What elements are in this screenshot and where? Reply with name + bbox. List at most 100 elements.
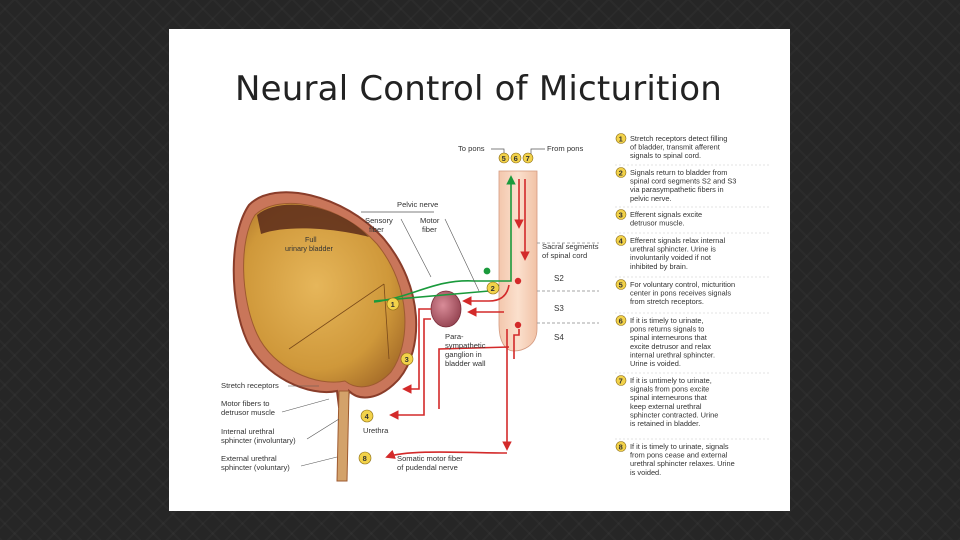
step-text-line: Signals return to bladder from bbox=[630, 168, 727, 177]
micturition-diagram: Full urinary bladder S2 S3 S4 bbox=[221, 133, 769, 482]
marker-2: 2 bbox=[486, 281, 500, 295]
sensory-fiber-label-2: fiber bbox=[369, 225, 384, 234]
marker-8: 8 bbox=[358, 451, 372, 465]
step-number: 7 bbox=[619, 376, 623, 385]
step-text-line: detrusor muscle. bbox=[630, 219, 685, 228]
motor-fiber-label-1: Motor bbox=[420, 216, 440, 225]
step-text-line: excite detrusor and relax bbox=[630, 342, 711, 351]
svg-text:7: 7 bbox=[526, 154, 530, 163]
svg-text:5: 5 bbox=[502, 154, 506, 163]
ganglion-label-3: ganglion in bbox=[445, 350, 482, 359]
somatic-motor-label-1: Somatic motor fiber bbox=[397, 454, 463, 463]
external-sphincter-label-1: External urethral bbox=[221, 454, 277, 463]
bladder-lumen-label-1: Full bbox=[305, 235, 317, 244]
svg-text:2: 2 bbox=[491, 284, 495, 293]
step-text-line: from stretch receptors. bbox=[630, 297, 704, 306]
spinal-cord bbox=[498, 170, 599, 352]
marker-7: 7 bbox=[522, 152, 534, 164]
step-text-line: Efferent signals excite bbox=[630, 210, 702, 219]
motor-fiber-label-2: fiber bbox=[422, 225, 437, 234]
marker-3: 3 bbox=[400, 352, 414, 366]
step-marker bbox=[615, 209, 627, 220]
step-text-line: spinal cord segments S2 and S3 bbox=[630, 177, 736, 186]
cord-segment-s3: S3 bbox=[554, 304, 564, 313]
motor-fibers-detrusor-label-2: detrusor muscle bbox=[221, 408, 275, 417]
step-number: 8 bbox=[619, 442, 623, 451]
step-marker bbox=[615, 235, 627, 246]
step-text-line: urethral sphincter. Urine is bbox=[630, 245, 716, 254]
slide-title: Neural Control of Micturition bbox=[235, 69, 722, 109]
marker-5: 5 bbox=[498, 152, 510, 164]
marker-1: 1 bbox=[386, 297, 400, 311]
step-text-line: If it is timely to urinate, signals bbox=[630, 442, 729, 451]
step-text-line: is retained in bladder. bbox=[630, 419, 700, 428]
step-marker bbox=[615, 441, 627, 452]
step-number: 6 bbox=[619, 316, 623, 325]
slide: Neural Control of Micturition bbox=[169, 29, 790, 511]
motor-fibers-detrusor-label-1: Motor fibers to bbox=[221, 399, 270, 408]
step-text-line: signals to spinal cord. bbox=[630, 151, 701, 160]
step-text-line: spinal interneurons that bbox=[630, 393, 707, 402]
sensory-fiber-label-1: Sensory bbox=[365, 216, 393, 225]
bladder bbox=[232, 191, 418, 482]
step-text-line: pelvic nerve. bbox=[630, 194, 672, 203]
step-text-line: If it is timely to urinate, bbox=[630, 316, 704, 325]
urethra-label: Urethra bbox=[363, 426, 389, 435]
bladder-lumen-label-2: urinary bladder bbox=[285, 244, 334, 253]
step-text-line: is voided. bbox=[630, 468, 661, 477]
stretch-receptors-label: Stretch receptors bbox=[221, 381, 279, 390]
svg-text:6: 6 bbox=[514, 154, 518, 163]
step-text-line: sphincter contracted. Urine bbox=[630, 410, 718, 419]
step-number: 4 bbox=[619, 236, 624, 245]
step-text-line: internal urethral sphincter. bbox=[630, 350, 715, 359]
step-text-line: If it is untimely to urinate, bbox=[630, 376, 712, 385]
step-text-line: inhibited by brain. bbox=[630, 262, 688, 271]
to-pons-label: To pons bbox=[458, 144, 485, 153]
step-marker bbox=[615, 375, 627, 386]
motor-pathway bbox=[385, 179, 530, 459]
ganglion-label-4: bladder wall bbox=[445, 359, 486, 368]
step-marker bbox=[615, 315, 627, 326]
step-text-line: urethral sphincter relaxes. Urine bbox=[630, 459, 735, 468]
step-marker bbox=[615, 279, 627, 290]
marker-4: 4 bbox=[360, 409, 374, 423]
cord-segment-s2: S2 bbox=[554, 274, 564, 283]
step-text-line: via parasympathetic fibers in bbox=[630, 185, 724, 194]
ganglion-label-1: Para- bbox=[445, 332, 464, 341]
step-number: 3 bbox=[619, 210, 623, 219]
internal-sphincter-label-1: Internal urethral bbox=[221, 427, 274, 436]
from-pons-label: From pons bbox=[547, 144, 583, 153]
internal-sphincter-label-2: sphincter (involuntary) bbox=[221, 436, 296, 445]
ganglion-label-2: sympathetic bbox=[445, 341, 486, 350]
step-text-line: Stretch receptors detect filling bbox=[630, 134, 727, 143]
marker-6: 6 bbox=[510, 152, 522, 164]
step-marker bbox=[615, 133, 627, 144]
cord-segment-s4: S4 bbox=[554, 333, 564, 342]
step-8: 8 If it is timely to urinate, signalsfrom… bbox=[615, 441, 735, 477]
step-number: 1 bbox=[619, 134, 623, 143]
sacral-segments-label-1: Sacral segments bbox=[542, 242, 599, 251]
step-number: 2 bbox=[619, 168, 623, 177]
step-text-line: keep external urethral bbox=[630, 402, 702, 411]
step-text-line: of bladder, transmit afferent bbox=[630, 143, 720, 152]
step-text-line: from pons cease and external bbox=[630, 451, 728, 460]
svg-text:4: 4 bbox=[365, 412, 370, 421]
somatic-motor-label-2: of pudendal nerve bbox=[397, 463, 458, 472]
step-6: 6 If it is timely to urinate,pons returns… bbox=[615, 315, 769, 374]
step-text-line: Urine is voided. bbox=[630, 359, 681, 368]
step-text-line: pons returns signals to bbox=[630, 325, 704, 334]
step-4: 4 Efferent signals relax internalurethral… bbox=[615, 235, 769, 278]
step-text-line: spinal interneurons that bbox=[630, 333, 707, 342]
step-text-line: Efferent signals relax internal bbox=[630, 236, 726, 245]
step-text-line: involuntarily voided if not bbox=[630, 253, 711, 262]
step-text-line: For voluntary control, micturition bbox=[630, 280, 735, 289]
external-sphincter-label-2: sphincter (voluntary) bbox=[221, 463, 290, 472]
step-marker bbox=[615, 167, 627, 178]
step-text-line: center in pons receives signals bbox=[630, 289, 731, 298]
